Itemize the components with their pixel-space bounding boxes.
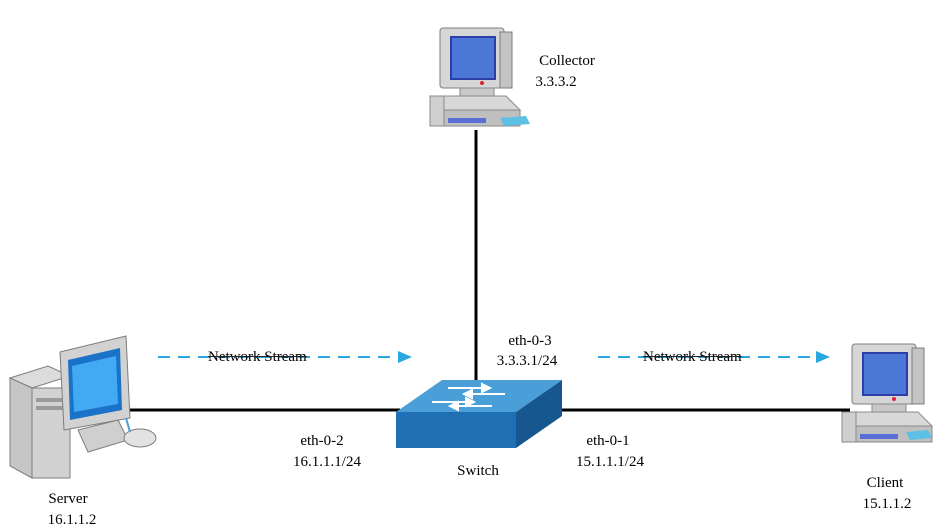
port-eth-0-2-ip: 16.1.1.1/24: [293, 454, 361, 470]
client-ip: 15.1.1.2: [862, 496, 912, 512]
server-ip: 16.1.1.2: [47, 512, 97, 528]
stream-arrow-left: [158, 351, 412, 363]
port-eth-0-3-ip: 3.3.3.1/24: [496, 353, 558, 369]
port-eth-0-3-name: eth-0-3: [508, 333, 552, 349]
port-eth-0-1-name: eth-0-1: [586, 433, 630, 449]
client-name: Client: [866, 475, 904, 491]
collector-computer-icon: [428, 27, 530, 127]
collector-name: Collector: [539, 53, 595, 69]
stream-label-left: Network Stream: [208, 349, 307, 365]
stream-label-right: Network Stream: [643, 349, 742, 365]
collector-ip: 3.3.3.2: [535, 74, 577, 90]
server-name: Server: [48, 491, 88, 507]
port-eth-0-1-ip: 15.1.1.1/24: [576, 454, 644, 470]
switch-name: Switch: [457, 463, 499, 479]
client-computer-icon: [840, 343, 934, 443]
switch-icon: [396, 380, 562, 448]
stream-arrow-right: [598, 351, 830, 363]
port-eth-0-2-name: eth-0-2: [300, 433, 344, 449]
server-computer-icon: [8, 335, 157, 479]
